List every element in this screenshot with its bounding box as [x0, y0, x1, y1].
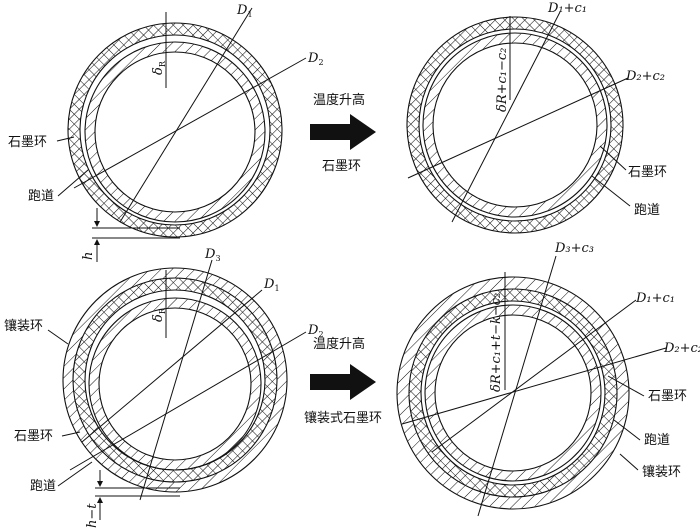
- label-d1: D1: [236, 3, 253, 19]
- label-d1-plus-c1: D₁+c₁: [635, 291, 675, 306]
- label-runway: 跑道: [28, 189, 54, 204]
- right-arrow-icon: [310, 114, 376, 150]
- top-right-ring-assembly: D₁+c₁ D₂+c₂ δR+c₁−c₂ 石墨环 跑道: [406, 1, 667, 234]
- label-d2: D2: [307, 323, 324, 339]
- arrow-label-graphite-ring: 石墨环: [322, 159, 361, 174]
- label-runway: 跑道: [30, 479, 56, 494]
- label-runway: 跑道: [634, 203, 660, 218]
- d1-leader: [119, 7, 253, 223]
- bottom-right-ring-assembly: D₃+c₃ D₁+c₁ D₂+c₂ δR+c₁+t−k−c₂ 石墨环 跑道 镶装…: [396, 241, 700, 517]
- bottom-arrow-group: 温度升高 镶装式石墨环: [304, 336, 382, 426]
- label-inlay-ring: 镶装环: [4, 318, 43, 334]
- label-graphite-ring: 石墨环: [8, 135, 47, 150]
- label-delta-expanded: δR+c₁+t−k−c₂: [489, 293, 504, 392]
- arrow-label-inlay-graphite-ring: 镶装式石墨环: [304, 410, 382, 426]
- inlay-ring: [63, 268, 287, 492]
- label-runway: 跑道: [644, 433, 670, 448]
- label-delta-expanded: δR+c₁−c₂: [495, 48, 510, 112]
- label-inlay-ring: 镶装环: [642, 464, 681, 480]
- label-d2: D2: [307, 51, 324, 67]
- label-d1: D1: [263, 277, 280, 293]
- right-arrow-icon: [310, 364, 376, 400]
- label-graphite-ring: 石墨环: [14, 429, 53, 444]
- label-graphite-ring: 石墨环: [628, 165, 667, 180]
- label-h: h: [81, 252, 96, 260]
- label-delta-r: δR: [151, 307, 167, 322]
- label-d3: D3: [204, 247, 221, 263]
- top-left-ring-assembly: D1 D2 δR 石墨环 跑道 h: [8, 3, 324, 262]
- label-d2-plus-c2: D₂+c₂: [625, 69, 665, 84]
- label-delta-r: δR: [151, 60, 167, 75]
- label-d2-plus-c2: D₂+c₂: [663, 341, 700, 356]
- top-arrow-group: 温度升高 石墨环: [310, 92, 376, 174]
- runway-ring: [85, 42, 265, 222]
- label-graphite-ring: 石墨环: [648, 389, 687, 404]
- graphite-ring: [68, 23, 282, 237]
- bottom-left-ring-assembly: D3 D1 D2 δR 镶装环 石墨环 跑道 h−t: [4, 247, 324, 528]
- label-h-minus-t: h−t: [85, 503, 100, 528]
- arrow-label-temperature-rise: 温度升高: [313, 92, 365, 108]
- d2-leader: [73, 57, 307, 189]
- label-d3-plus-c3: D₃+c₃: [554, 241, 594, 256]
- arrow-label-temperature-rise: 温度升高: [313, 336, 365, 352]
- label-d1-plus-c1: D₁+c₁: [547, 1, 587, 16]
